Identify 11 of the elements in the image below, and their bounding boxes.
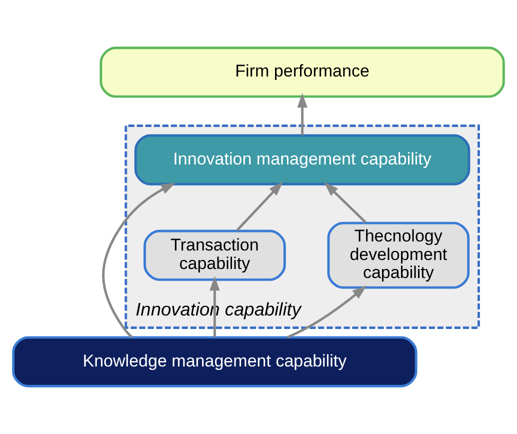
arrow	[210, 276, 220, 337]
node-box: Innovation management capability	[134, 134, 470, 186]
node-box: Firm performance	[100, 46, 505, 98]
arrow	[324, 182, 367, 224]
arrow	[297, 92, 308, 136]
node-box: Thecnology development capability	[327, 222, 470, 289]
arrow	[236, 182, 284, 232]
node-box: Transaction capability	[144, 230, 286, 281]
arrow	[286, 285, 367, 338]
node-box: Knowledge management capability	[12, 336, 418, 388]
arrow	[102, 182, 176, 338]
